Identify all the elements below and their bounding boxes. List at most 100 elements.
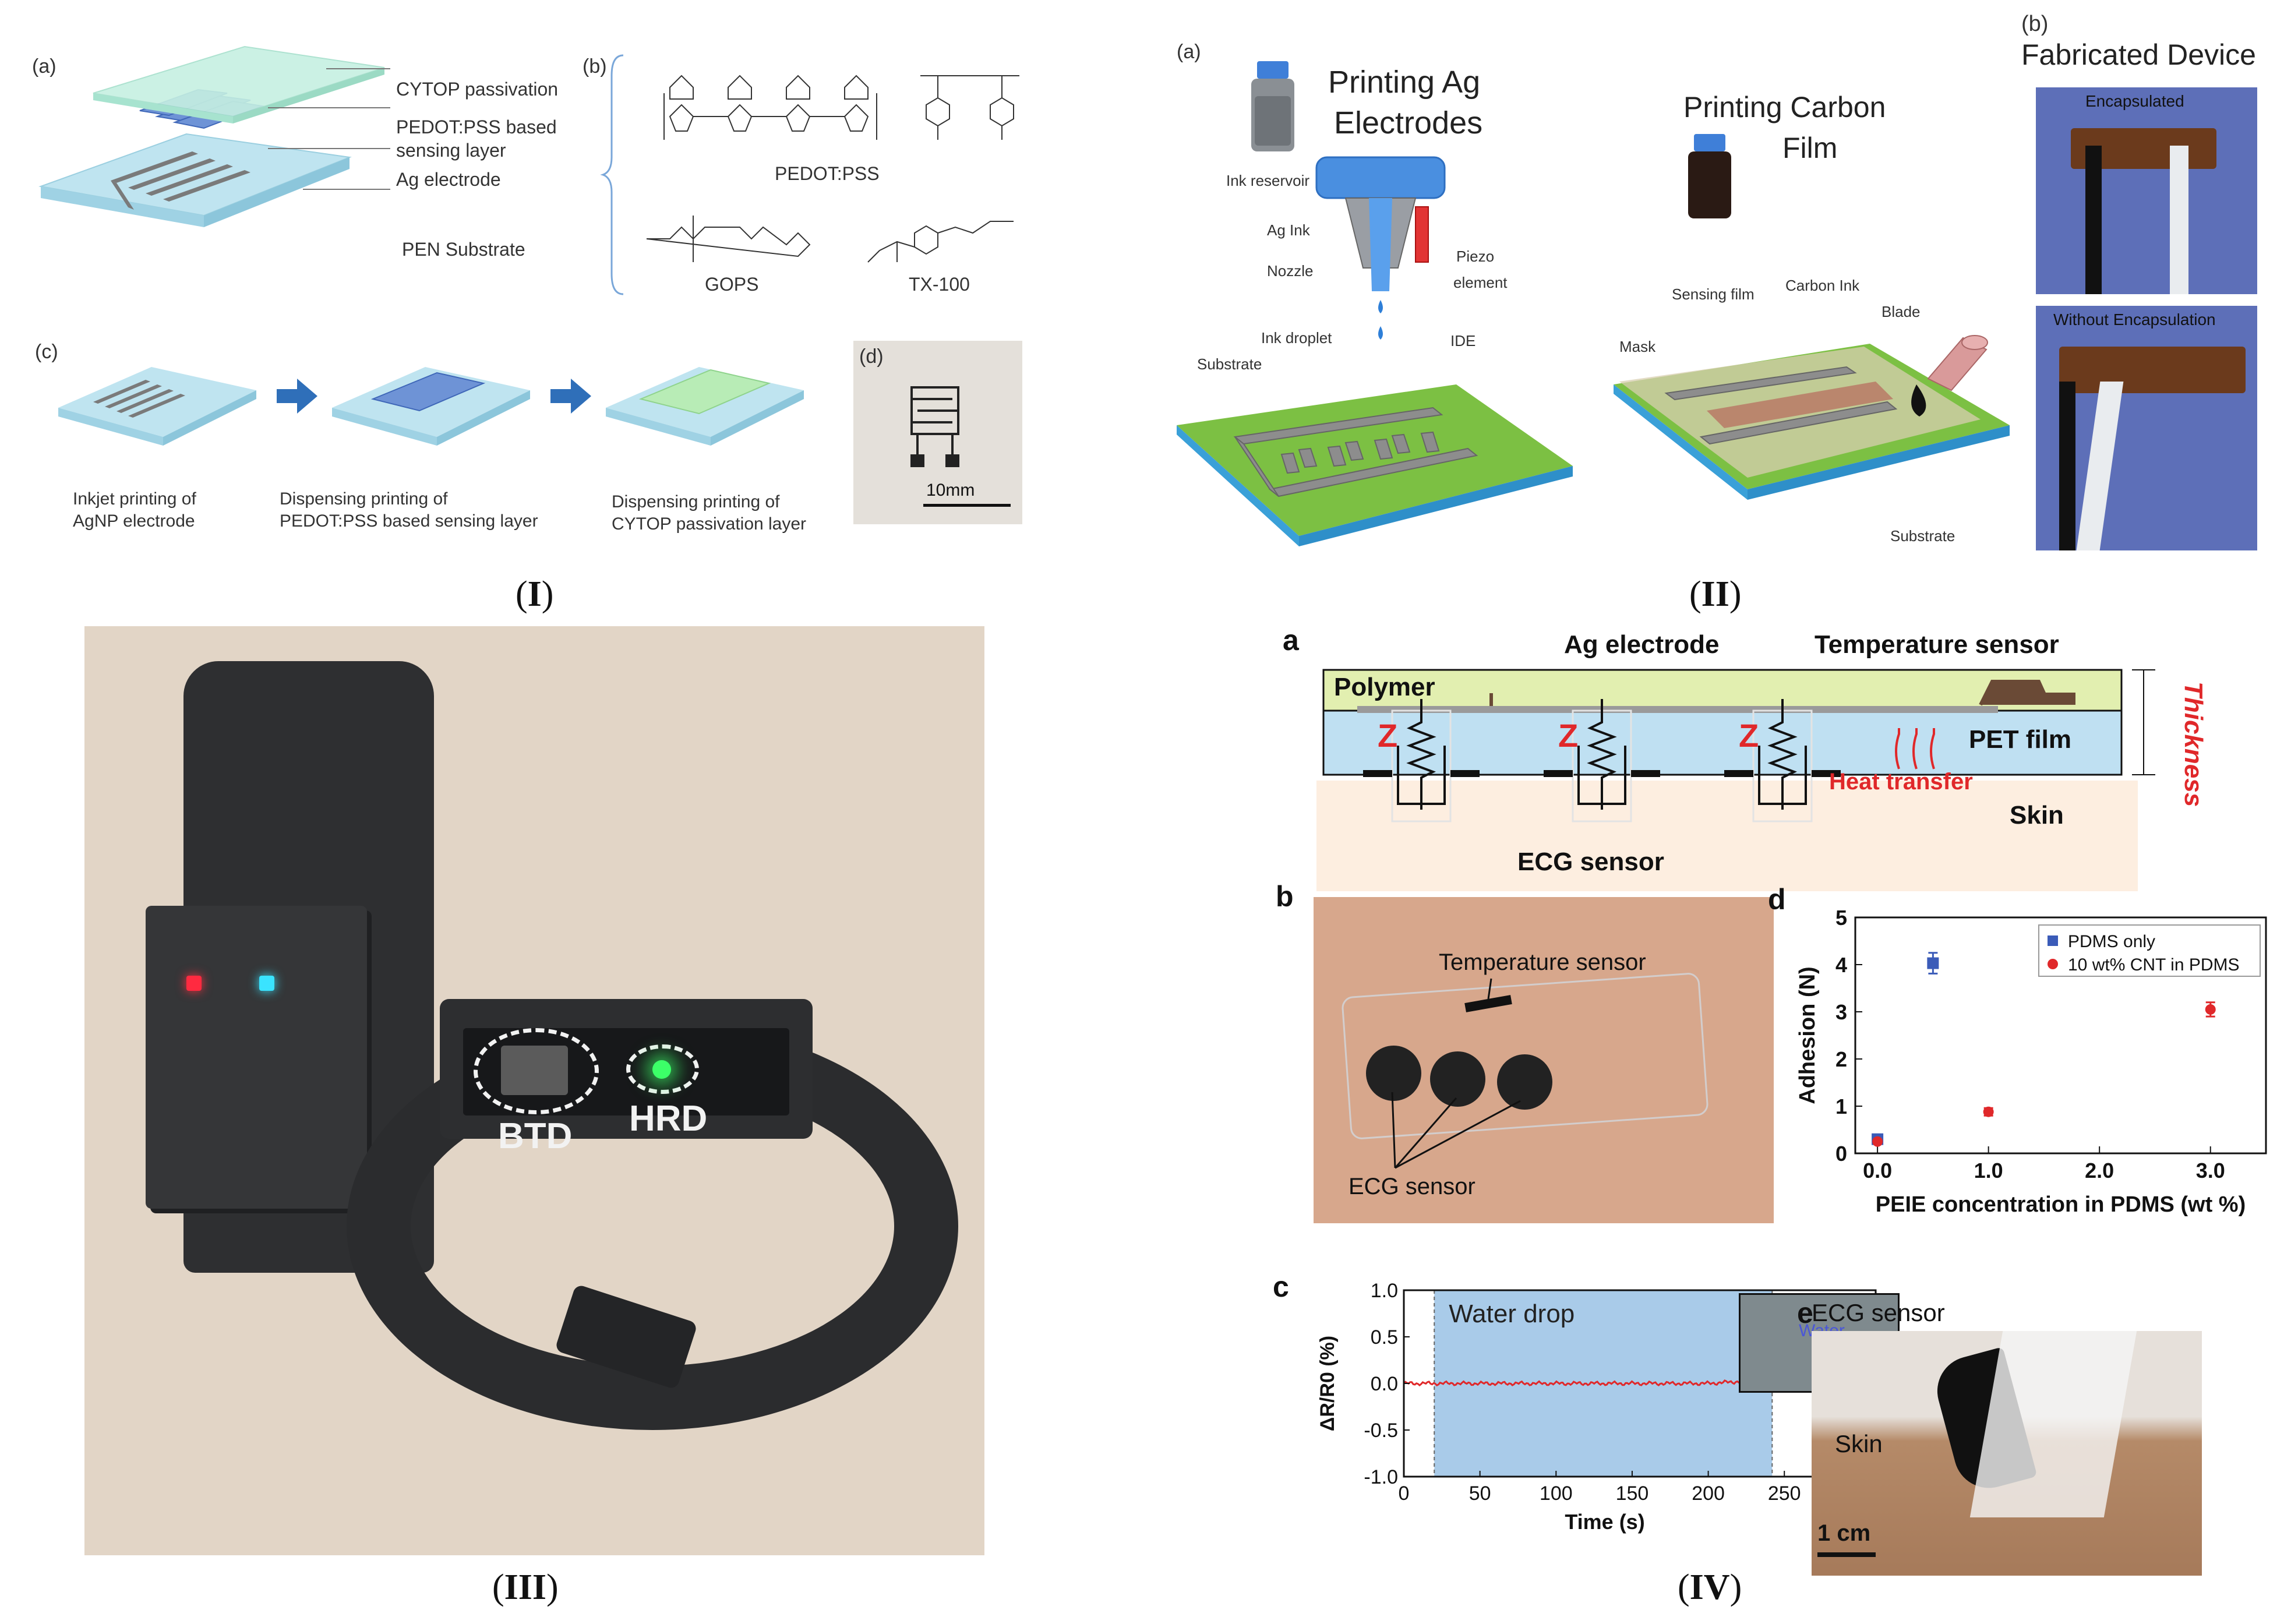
title-print-ag-1: Printing Ag <box>1328 65 1481 100</box>
nozzle-label: Nozzle <box>1267 262 1314 280</box>
tx100-label: TX-100 <box>909 274 970 295</box>
panel-III: BTD HRD <box>84 626 984 1555</box>
x-tick-label-c: 100 <box>1540 1482 1573 1505</box>
x-axis-label-c: Time (s) <box>1565 1510 1644 1534</box>
arrow-2 <box>550 379 591 414</box>
title-print-carbon-2: Film <box>1782 132 1838 164</box>
encapsulated-label: Encapsulated <box>2085 92 2184 110</box>
y-tick-label-c: -0.5 <box>1364 1420 1398 1442</box>
y-tick-label-c: 0.5 <box>1371 1326 1398 1348</box>
y-tick-label-d: 3 <box>1835 1000 1847 1024</box>
step2-label-1: Dispensing printing of <box>280 489 448 509</box>
ag-electrode <box>111 151 250 210</box>
data-point-circle <box>1983 1106 1994 1117</box>
sensing-film-label: Sensing film <box>1672 285 1755 303</box>
hrd-label: HRD <box>629 1099 708 1139</box>
letter-IVe: e <box>1797 1297 1813 1329</box>
title-print-ag-2: Electrodes <box>1334 105 1483 140</box>
caption-II: (II) <box>1689 574 1742 614</box>
y-tick-label-c: -1.0 <box>1364 1466 1398 1488</box>
piezo-label-2: element <box>1453 274 1508 291</box>
y-tick-label-d: 5 <box>1835 906 1847 930</box>
ecg-sensor-label-a: ECG sensor <box>1517 848 1664 876</box>
bracket <box>600 54 624 295</box>
letter-Id: (d) <box>859 345 884 368</box>
legend-label: PDMS only <box>2068 932 2155 951</box>
x-tick-label-c: 0 <box>1399 1482 1410 1505</box>
cable-white <box>2170 146 2188 294</box>
y-axis-label-c: ΔR/R0 (%) <box>1316 1336 1339 1431</box>
letter-IVa: a <box>1283 624 1299 656</box>
ink-droplet-label: Ink droplet <box>1261 329 1332 347</box>
step3-label-1: Dispensing printing of <box>612 492 780 511</box>
btd-sensor <box>501 1046 568 1095</box>
plot-frame-d <box>1854 916 2267 1155</box>
panel-I: (a) CYTOP passivation PEDOT:PSS based se… <box>0 0 1083 617</box>
skin-label-a: Skin <box>2010 801 2064 829</box>
panel-IV: a Ag electrode Temperature sensor Polyme… <box>1270 623 2291 1624</box>
hrd-circle <box>626 1044 699 1094</box>
legend-marker <box>2048 959 2058 969</box>
caption-IV: (IV) <box>1678 1567 1742 1607</box>
letter-IIa: (a) <box>1177 41 1201 63</box>
x-tick-label-c: 150 <box>1616 1482 1649 1505</box>
letter-IVd: d <box>1768 883 1786 916</box>
y-tick-label-d: 1 <box>1835 1095 1847 1118</box>
cytop-label: CYTOP passivation <box>396 79 559 100</box>
pen-label: PEN Substrate <box>402 239 525 260</box>
sensor-photo: (d) 10mm <box>853 341 1022 524</box>
device-left <box>146 906 367 1209</box>
skin-photo-e: ECG sensor Skin 1 cm <box>1812 1299 2202 1576</box>
thickness-label: Thickness <box>2179 682 2208 807</box>
mask-label: Mask <box>1619 338 1656 355</box>
legend-marker <box>2048 935 2058 946</box>
skin-photo-b: Temperature sensor ECG sensor <box>1314 897 1774 1223</box>
btd-label: BTD <box>498 1116 573 1156</box>
scale-label-1cm: 1 cm <box>1817 1520 1871 1546</box>
data-point-square <box>1927 957 1939 969</box>
scale-bar-e <box>1817 1552 1876 1557</box>
y-tick-label-d: 2 <box>1835 1047 1847 1071</box>
z-label-2: Z <box>1558 717 1579 754</box>
letter-IIb: (b) <box>2021 12 2049 36</box>
ecg-sensor-label-b: ECG sensor <box>1349 1174 1475 1199</box>
btd-circle <box>474 1028 599 1114</box>
inkjet-printhead <box>1315 156 1446 340</box>
pedot-pss-structure <box>663 75 1019 140</box>
scale-bar <box>923 504 1011 507</box>
photo-encapsulated: Encapsulated <box>2036 87 2257 294</box>
pedot-label-1: PEDOT:PSS based <box>396 116 557 137</box>
process-step-2 <box>332 367 530 446</box>
arrow-1 <box>277 379 317 414</box>
hrd-led <box>652 1060 671 1079</box>
led-blue <box>259 976 274 991</box>
scale-label-10mm: 10mm <box>926 481 975 500</box>
x-tick-label-c: 250 <box>1768 1482 1801 1505</box>
without-label: Without Encapsulation <box>2053 310 2216 329</box>
panel-II: (a) Printing Ag Electrodes Ink reservoir… <box>1153 0 2291 617</box>
ecg-electrode-1 <box>1366 1046 1421 1101</box>
ag-ink-label: Ag Ink <box>1267 221 1310 239</box>
photo-without-encapsulation: Without Encapsulation <box>2036 306 2257 550</box>
y-tick-label-d: 4 <box>1835 953 1847 977</box>
legend-box <box>2038 924 2261 977</box>
x-tick-label-c: 50 <box>1469 1482 1491 1505</box>
blade-label: Blade <box>1881 303 1921 320</box>
z-label-3: Z <box>1739 717 1759 754</box>
ecg-pointers <box>1391 978 1521 1169</box>
data-point-circle <box>2205 1004 2216 1015</box>
layer-stack-diagram <box>38 45 390 227</box>
x-tick-label-d: 0.0 <box>1863 1159 1892 1182</box>
title-print-carbon-1: Printing Carbon <box>1683 91 1886 123</box>
led-red <box>186 976 202 991</box>
ecg-electrode-2 <box>1430 1051 1485 1107</box>
letter-Ia: (a) <box>32 55 57 77</box>
ecg-sensor-label-e: ECG sensor <box>1812 1299 1945 1326</box>
substrate2-label: Substrate <box>1890 527 1955 545</box>
ag-label: Ag electrode <box>396 169 501 190</box>
printed-sensor <box>910 386 959 467</box>
pedot-pss-label: PEDOT:PSS <box>775 163 880 184</box>
cable-white-2 <box>2076 382 2124 550</box>
legend-label: 10 wt% CNT in PDMS <box>2068 955 2240 975</box>
